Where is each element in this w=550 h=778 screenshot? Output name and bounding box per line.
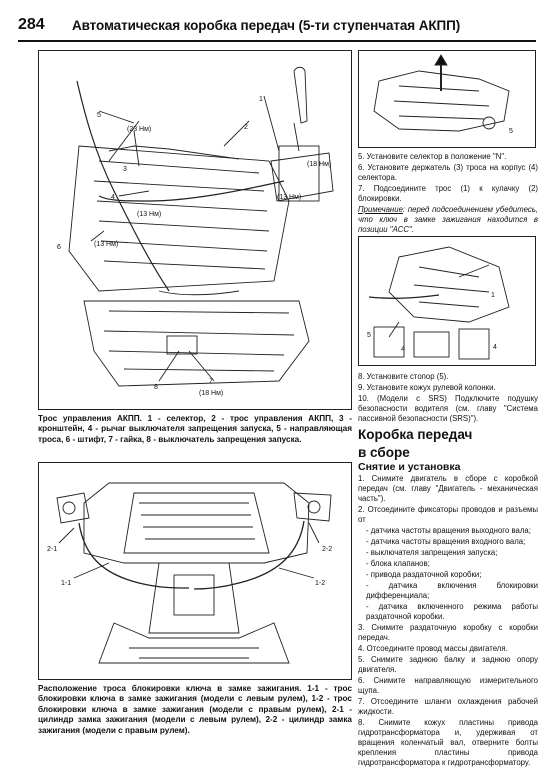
removal-step-3: 3. Снимите раздаточную коробку с коробки…: [358, 623, 538, 642]
removal-step-2a: - датчика частоты вращения выходного вал…: [366, 526, 531, 535]
step-9: 9. Установите кожух рулевой колонки.: [358, 383, 496, 392]
section-title-line1: Коробка передач: [358, 427, 473, 442]
fig1-label-3: 3: [123, 166, 127, 173]
figure-selector-small-drawing: 5: [373, 54, 513, 135]
removal-step-1: 1. Снимите двигатель в сборе с коробкой …: [358, 474, 538, 503]
removal-step-2g: - датчика включенного режима работы разд…: [366, 602, 538, 621]
figure-cable-cam: 1 5 4 4: [358, 236, 536, 366]
removal-step-2e: - привода раздаточной коробки;: [366, 570, 482, 579]
page-number: 284: [18, 16, 45, 33]
fig1-label-23nm: (23 Нм): [127, 126, 151, 133]
fig1-label-4: 4: [111, 194, 115, 201]
removal-step-6: 6. Снимите направляющую измерительного щ…: [358, 676, 538, 695]
removal-step-8: 8. Снимите кожух пластины привода гидрот…: [358, 718, 538, 767]
note: Примечание: перед подсоединением убедите…: [358, 205, 538, 235]
removal-step-4: 4. Отсоедините провод массы двигателя.: [358, 644, 508, 653]
fig2-label-2-1: 2-1: [47, 546, 57, 553]
figure-cable-cam-drawing: 1 5 4 4: [367, 246, 510, 360]
fig1-label-18nm-b: (18 Нм): [199, 390, 223, 397]
removal-step-2c: - выключателя запрещения запуска;: [366, 548, 498, 557]
figure2-caption: Расположение троса блокировки ключа в за…: [38, 684, 352, 735]
figure-akpp-cable: 5 (23 Нм) 1 2 3 4 (18 Нм) (13 Нм) (13 Нм…: [38, 50, 352, 410]
fig1-label-13nm-a: (13 Нм): [277, 194, 301, 201]
step-8: 8. Установите стопор (5).: [358, 372, 449, 381]
figure-akpp-cable-drawing: 5 (23 Нм) 1 2 3 4 (18 Нм) (13 Нм) (13 Нм…: [57, 66, 334, 397]
fig1-label-18nm-a: (18 Нм): [307, 161, 331, 168]
fig4-label-4b: 4: [493, 344, 497, 351]
fig2-label-1-1: 1-1: [61, 580, 71, 587]
fig1-label-6: 6: [57, 244, 61, 251]
header-divider: [18, 40, 536, 42]
figure-key-lock-drawing: 2-1 2-2 1-1 1-2: [47, 482, 332, 664]
page-header: 284 Автоматическая коробка передач (5-ти…: [18, 10, 536, 40]
fig1-label-13nm-b: (13 Нм): [137, 211, 161, 218]
subsection-title: Снятие и установка: [358, 461, 461, 473]
fig1-label-1: 1: [259, 96, 263, 103]
fig4-label-1: 1: [491, 292, 495, 299]
removal-step-2b: - датчика частоты вращения входного вала…: [366, 537, 526, 546]
fig4-label-4a: 4: [401, 346, 405, 353]
fig1-label-5: 5: [97, 112, 101, 119]
removal-step-5: 5. Снимите заднюю балку и заднюю опору д…: [358, 655, 538, 674]
fig4-label-5: 5: [367, 332, 371, 339]
removal-step-2d: - блока клапанов;: [366, 559, 430, 568]
removal-step-2: 2. Отсоедините фиксаторы проводов и разъ…: [358, 505, 538, 524]
section-title-line2: в сборе: [358, 445, 410, 460]
fig1-label-8: 8: [154, 384, 158, 391]
fig1-label-2: 2: [244, 124, 248, 131]
step-5: 5. Установите селектор в положение "N".: [358, 152, 507, 161]
note-text: : перед подсоединением убедитесь, что кл…: [358, 205, 538, 234]
fig1-label-7: 7: [209, 378, 213, 385]
step-7: 7. Подсоедините трос (1) к кулачку (2) б…: [358, 184, 538, 203]
step-10: 10. (Модели с SRS) Подключите подушку бе…: [358, 394, 538, 423]
removal-step-7: 7. Отсоедините шланги охлаждения рабочей…: [358, 697, 538, 716]
right-column-upper: 5. Установите селектор в положение "N". …: [358, 152, 538, 236]
note-label: Примечание: [358, 205, 403, 214]
fig3-label-5: 5: [509, 128, 513, 135]
page-title: Автоматическая коробка передач (5-ти сту…: [72, 17, 461, 33]
step-6: 6. Установите держатель (3) троса на кор…: [358, 163, 538, 182]
fig2-label-1-2: 1-2: [315, 580, 325, 587]
removal-step-2f: - датчика включения блокировки дифференц…: [366, 581, 538, 600]
right-column-lower: 8. Установите стопор (5). 9. Установите …: [358, 372, 538, 769]
fig1-label-13nm-c: (13 Нм): [94, 241, 118, 248]
figure1-caption: Трос управления АКПП. 1 - селектор, 2 - …: [38, 414, 352, 444]
figure-key-lock-cable: 2-1 2-2 1-1 1-2: [38, 462, 352, 680]
fig2-label-2-2: 2-2: [322, 546, 332, 553]
figure-selector-small: 5: [358, 50, 536, 148]
